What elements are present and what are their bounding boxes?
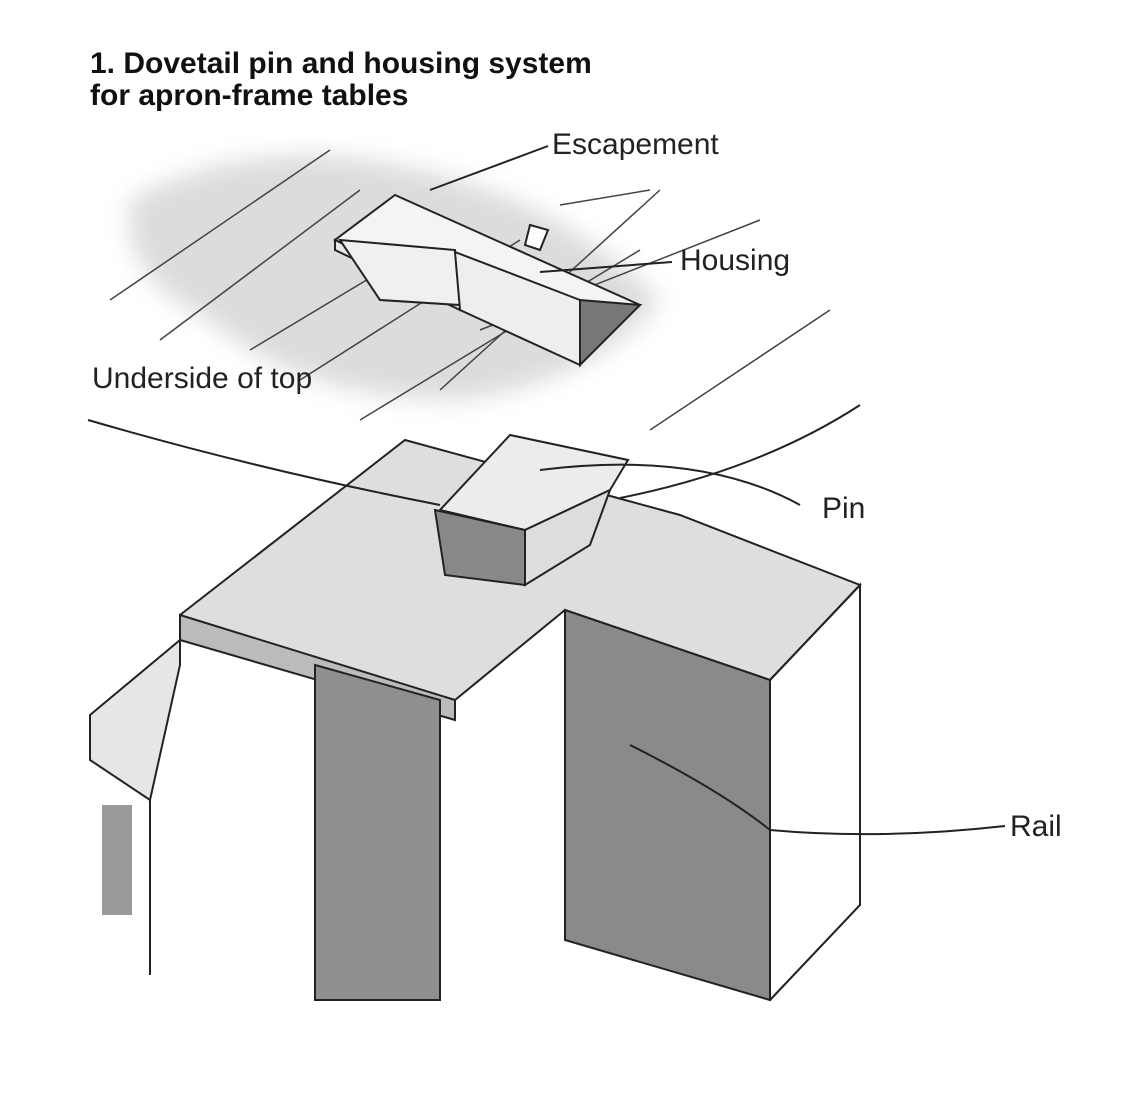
leg (314, 663, 441, 1001)
label-underside-of-top: Underside of top (92, 362, 313, 395)
figure-title: 1. Dovetail pin and housing system for a… (90, 48, 592, 112)
label-pin: Pin (822, 492, 866, 525)
label-housing: Housing (680, 244, 791, 277)
rail (564, 582, 861, 1002)
title-line-1: 1. Dovetail pin and housing system (90, 47, 592, 80)
label-rail: Rail (1010, 810, 1062, 843)
leader-lines (87, 145, 1006, 905)
pin (433, 433, 630, 587)
title-line-2: for apron-frame tables (90, 79, 409, 112)
housing-block (333, 193, 643, 368)
label-escapement: Escapement (552, 128, 719, 161)
left-rail (89, 637, 181, 975)
